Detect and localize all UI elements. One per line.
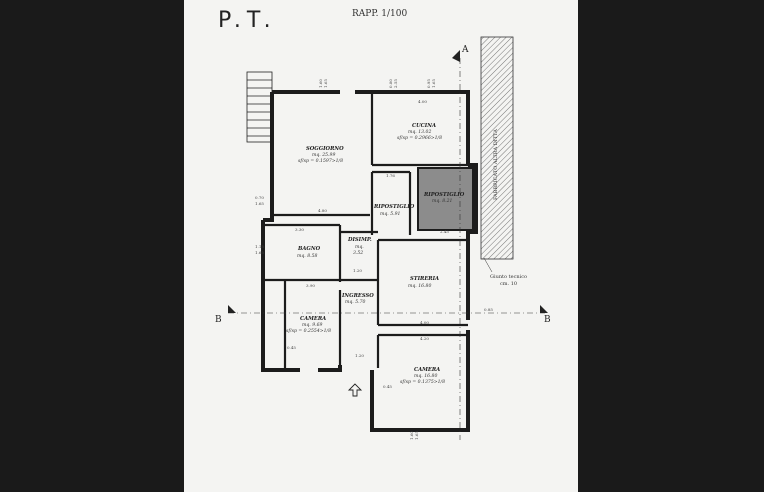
room-disimp-name: DISIMP.	[347, 237, 372, 243]
dimension-label: 2.55	[393, 79, 398, 88]
room-camera-left-ratio: sf/sp = 0.2554>1/8	[286, 328, 331, 334]
section-label-b-right: B	[544, 315, 551, 325]
room-ingresso-name: INGRESSO	[341, 293, 374, 299]
section-label-a: A	[461, 45, 469, 55]
dimension-label: 3.90	[306, 283, 315, 288]
room-camera-right-area: mq. 16.80	[414, 373, 437, 379]
joint-note-line2: cm. 10	[500, 281, 517, 287]
room-ripostiglio-small-area: mq. 5.91	[380, 211, 401, 217]
dimension-label: 0.45	[287, 345, 296, 350]
dimension-label: 0.45	[383, 384, 392, 389]
dimension-label: 4.80	[318, 208, 327, 213]
room-cucina-ratio: sf/sp = 0.2966>1/8	[397, 135, 442, 141]
floor-label: P.T.	[218, 8, 277, 33]
room-soggiorno-ratio: sf/sp = 0.1597>1/8	[298, 158, 343, 164]
room-stireria-area: mq. 16.80	[408, 283, 431, 289]
room-camera-left-name: CAMERA	[300, 316, 326, 322]
dimension-label: 1.65	[414, 431, 419, 440]
neighbor-building-label: FABBRICATO ALTRA DITTA	[493, 129, 499, 200]
room-cucina-name: CUCINA	[412, 123, 436, 129]
dimension-label: 0.85	[484, 307, 493, 312]
section-arrow-a	[452, 50, 460, 62]
section-arrow-b-left	[228, 305, 236, 313]
section-label-b-left: B	[215, 315, 222, 325]
room-camera-right-name: CAMERA	[414, 367, 440, 373]
room-camera-left-area: mq. 9.69	[302, 322, 323, 328]
dimension-label: 3.30	[295, 227, 304, 232]
joint-leader-line	[483, 257, 493, 273]
room-soggiorno-name: SOGGIORNO	[306, 146, 344, 152]
room-disimp-area-2: 3.52	[353, 250, 363, 256]
room-ripostiglio-dark-name: RIPOSTIGLIO	[423, 192, 465, 198]
room-ripostiglio-small-name: RIPOSTIGLIO	[373, 204, 415, 210]
dimension-label: 1.60	[409, 431, 414, 440]
room-ripostiglio-dark-area: mq. 8.21	[432, 198, 453, 204]
room-ingresso-area: mq. 5.70	[345, 299, 366, 305]
section-arrow-b-right	[540, 305, 548, 313]
dimension-label: 1.65	[255, 201, 264, 206]
entrance-arrow-icon	[347, 383, 363, 397]
dimension-label: 1.60	[318, 79, 323, 88]
outer-walls	[261, 90, 478, 432]
scale-label: RAPP. 1/100	[352, 9, 408, 19]
dimension-label: 1.65	[431, 79, 436, 88]
dimension-label: 1.65	[323, 79, 328, 88]
interior-walls	[263, 92, 468, 370]
room-cucina-area: mq. 13.02	[408, 129, 431, 135]
dimension-label: 4.00	[420, 320, 429, 325]
dimension-label: 1.15	[255, 244, 264, 249]
dimension-label: 4.20	[420, 336, 429, 341]
dimension-label: 1.20	[353, 268, 362, 273]
room-bagno-area: mq. 8.58	[297, 253, 318, 259]
joint-note-line1: Giunto tecnico	[490, 274, 527, 280]
room-bagno-name: BAGNO	[297, 246, 321, 252]
room-soggiorno-area: mq. 25.99	[312, 152, 335, 158]
dimension-label: 0.80	[388, 79, 393, 88]
dimension-label: 2.45	[440, 229, 449, 234]
room-camera-right-ratio: sf/sp = 0.1375>1/8	[400, 379, 445, 385]
dimension-label: 1.76	[386, 173, 395, 178]
dimension-label: 4.00	[418, 99, 427, 104]
dimension-label: 0.70	[255, 195, 264, 200]
room-stireria-name: STIRERIA	[410, 276, 439, 282]
dark-storage-room	[417, 167, 474, 231]
staircase	[246, 71, 273, 143]
neighbor-building-hatch	[480, 36, 514, 260]
dimension-label: 1.20	[355, 353, 364, 358]
room-disimp-area-1: mq.	[355, 245, 364, 250]
dimension-label: 1.65	[255, 250, 264, 255]
dimension-label: 0.95	[426, 79, 431, 88]
